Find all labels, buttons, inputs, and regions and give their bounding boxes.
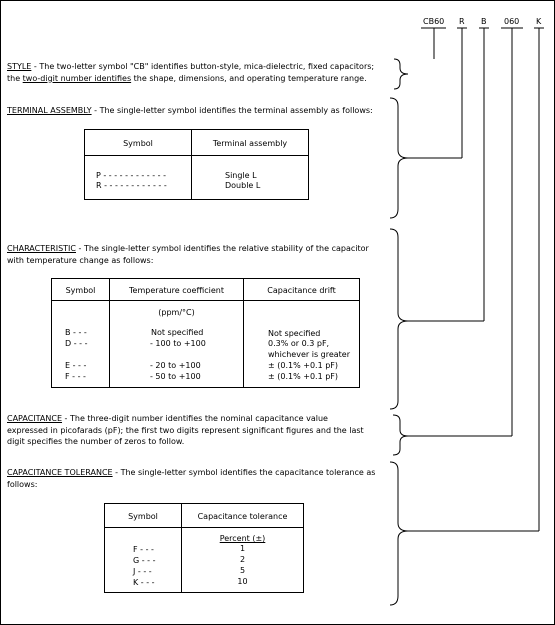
tolerance-row-symbol: K - - - (133, 578, 155, 587)
characteristic-row-coef: Not specified (151, 328, 204, 337)
tolerance-col-value: Capacitance tolerance (197, 512, 288, 521)
tolerance-row-symbol: F - - - (133, 545, 154, 554)
designation-style: CB60 (423, 17, 445, 26)
tolerance-row-symbol: J - - - (133, 567, 152, 576)
terminal-col-assembly: Terminal assembly (212, 139, 288, 148)
characteristic-heading: CHARACTERISTIC (7, 244, 76, 253)
capacitance-heading: CAPACITANCE (7, 414, 63, 423)
designation-terminal: R (459, 17, 465, 26)
style-paragraph: STYLE - The two-letter symbol "CB" ident… (7, 62, 375, 83)
capacitance-text-b: expressed in picofarads (pF); the first … (7, 425, 364, 435)
style-heading: STYLE (7, 62, 32, 71)
terminal-col-symbol: Symbol (123, 139, 153, 148)
characteristic-row-drift: ± (0.1% +0.1 pF) (268, 361, 339, 370)
terminal-paragraph: TERMINAL ASSEMBLY - The single-letter sy… (7, 106, 373, 115)
tolerance-table: Symbol Capacitance tolerance Percent (±)… (104, 503, 304, 593)
characteristic-paragraph: CHARACTERISTIC - The single-letter symbo… (7, 244, 369, 265)
terminal-row-value: Single L (225, 171, 257, 180)
designation-capacitance: 060 (504, 17, 520, 26)
characteristic-table: Symbol Temperature coefficient Capacitan… (51, 278, 360, 388)
tolerance-row-value: 5 (239, 566, 246, 575)
characteristic-row-symbol: B - - - (65, 328, 87, 337)
capacitance-text-c: digit specifies the number of zeros to f… (7, 437, 185, 446)
characteristic-row-symbol: E - - - (65, 361, 87, 370)
tolerance-text-b: follows: (7, 479, 38, 489)
designation-tolerance: K (536, 17, 542, 26)
style-text-c: two-digit number identifies (22, 73, 132, 83)
characteristic-col-drift: Capacitance drift (267, 286, 336, 295)
characteristic-row-coef: - 100 to +100 (150, 339, 206, 348)
tolerance-row-value: 1 (239, 544, 246, 553)
characteristic-row-coef: - 50 to +100 (150, 372, 201, 381)
characteristic-row-coef: - 20 to +100 (150, 361, 201, 370)
tolerance-heading: CAPACITANCE TOLERANCE (7, 468, 113, 477)
characteristic-row-symbol: F - - - (65, 372, 86, 381)
capacitance-paragraph: CAPACITANCE - The three-digit number ide… (7, 414, 364, 446)
characteristic-text-b: with temperature change as follows: (7, 255, 154, 265)
tolerance-paragraph: CAPACITANCE TOLERANCE - The single-lette… (7, 468, 376, 489)
terminal-row-value: Double L (225, 181, 261, 190)
style-text-a: The two-letter symbol "CB" identifies bu… (39, 62, 375, 71)
terminal-heading: TERMINAL ASSEMBLY (7, 106, 92, 115)
capacitance-text-a: The three-digit number identifies the no… (70, 414, 328, 423)
characteristic-row-drift: 0.3% or 0.3 pF, (268, 339, 330, 348)
characteristic-text-a: The single-letter symbol identifies the … (83, 244, 369, 253)
tolerance-row-value: 10 (237, 577, 248, 586)
characteristic-row-drift-note: whichever is greater (268, 350, 351, 359)
characteristic-row-symbol: D - - - (65, 339, 88, 348)
tolerance-col-symbol: Symbol (128, 512, 158, 521)
characteristic-col-symbol: Symbol (65, 286, 96, 295)
tolerance-text-a: The single-letter symbol identifies the … (120, 468, 376, 477)
terminal-text: The single-letter symbol identifies the … (99, 106, 373, 115)
characteristic-col-coef: Temperature coefficient (129, 286, 224, 295)
tolerance-row-value: 2 (239, 555, 246, 564)
characteristic-unit: (ppm/°C) (158, 308, 195, 317)
terminal-row-symbol: R - - - - - - - - - - - - (96, 181, 167, 190)
tolerance-subheader: Percent (±) (219, 534, 266, 543)
terminal-table: Symbol Terminal assembly P - - - - - - -… (84, 129, 309, 200)
terminal-row-symbol: P - - - - - - - - - - - - (96, 171, 166, 180)
tolerance-row-symbol: G - - - (133, 556, 156, 565)
designation-characteristic: B (481, 17, 487, 26)
characteristic-row-drift: ± (0.1% +0.1 pF) (268, 372, 339, 381)
characteristic-row-drift: Not specified (268, 329, 321, 338)
